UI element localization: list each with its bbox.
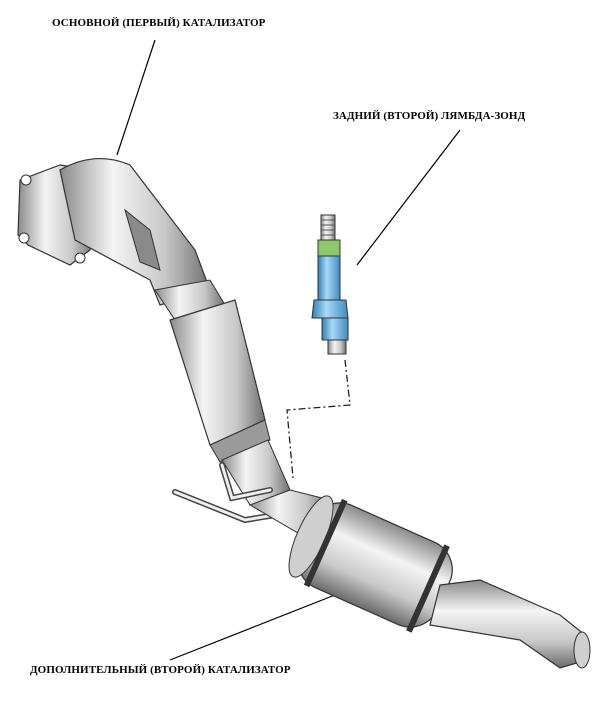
label-secondary-catalyst: ДОПОЛНИТЕЛЬНЫЙ (ВТОРОЙ) КАТАЛИЗАТОР	[30, 664, 291, 676]
label-rear-lambda-probe: ЗАДНИЙ (ВТОРОЙ) ЛЯМБДА-ЗОНД	[333, 110, 526, 122]
label-primary-catalyst: ОСНОВНОЙ (ПЕРВЫЙ) КАТАЛИЗАТОР	[52, 17, 266, 29]
leader-line-lambda	[356, 129, 461, 266]
tail-pipe	[429, 579, 591, 669]
primary-catalyst	[59, 157, 291, 506]
secondary-catalyst	[288, 495, 453, 633]
sensor-mount-dashline	[286, 359, 351, 479]
lambda-sensor	[311, 214, 349, 355]
leader-line-primary	[116, 39, 156, 156]
